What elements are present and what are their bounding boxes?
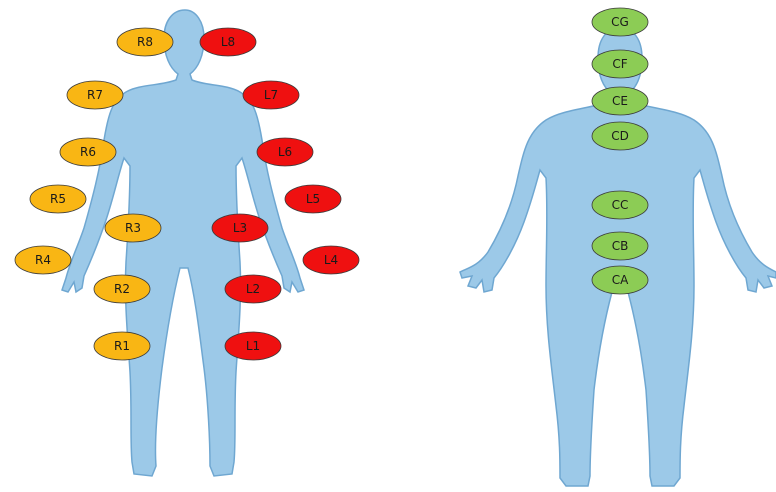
marker-label: CE (612, 94, 628, 108)
marker-label: R7 (87, 88, 103, 102)
marker-label: L8 (221, 35, 235, 49)
marker-cd[interactable]: CD (592, 122, 648, 150)
marker-label: L2 (246, 282, 260, 296)
marker-r1[interactable]: R1 (94, 332, 150, 360)
marker-r5[interactable]: R5 (30, 185, 86, 213)
marker-l8[interactable]: L8 (200, 28, 256, 56)
marker-l3[interactable]: L3 (212, 214, 268, 242)
marker-r4[interactable]: R4 (15, 246, 71, 274)
marker-label: R6 (80, 145, 96, 159)
marker-cg[interactable]: CG (592, 8, 648, 36)
marker-r2[interactable]: R2 (94, 275, 150, 303)
marker-label: CB (612, 239, 629, 253)
marker-cf[interactable]: CF (592, 50, 648, 78)
marker-label: CC (612, 198, 629, 212)
front-body-silhouette (62, 10, 304, 476)
marker-r8[interactable]: R8 (117, 28, 173, 56)
marker-label: CF (612, 57, 627, 71)
marker-label: R3 (125, 221, 141, 235)
marker-label: R4 (35, 253, 51, 267)
marker-l7[interactable]: L7 (243, 81, 299, 109)
front-body-figure (62, 10, 304, 476)
marker-label: L5 (306, 192, 320, 206)
marker-ce[interactable]: CE (592, 87, 648, 115)
marker-l5[interactable]: L5 (285, 185, 341, 213)
marker-label: L3 (233, 221, 247, 235)
marker-r6[interactable]: R6 (60, 138, 116, 166)
marker-label: R1 (114, 339, 130, 353)
marker-label: CG (611, 15, 629, 29)
marker-l1[interactable]: L1 (225, 332, 281, 360)
marker-r3[interactable]: R3 (105, 214, 161, 242)
marker-label: R8 (137, 35, 153, 49)
marker-label: R2 (114, 282, 130, 296)
marker-label: CA (612, 273, 629, 287)
marker-r7[interactable]: R7 (67, 81, 123, 109)
marker-cb[interactable]: CB (592, 232, 648, 260)
marker-label: CD (611, 129, 629, 143)
marker-label: L6 (278, 145, 292, 159)
marker-cc[interactable]: CC (592, 191, 648, 219)
marker-label: L7 (264, 88, 278, 102)
marker-l4[interactable]: L4 (303, 246, 359, 274)
marker-label: R5 (50, 192, 66, 206)
marker-ca[interactable]: CA (592, 266, 648, 294)
marker-l2[interactable]: L2 (225, 275, 281, 303)
marker-l6[interactable]: L6 (257, 138, 313, 166)
marker-label: L1 (246, 339, 260, 353)
marker-label: L4 (324, 253, 338, 267)
